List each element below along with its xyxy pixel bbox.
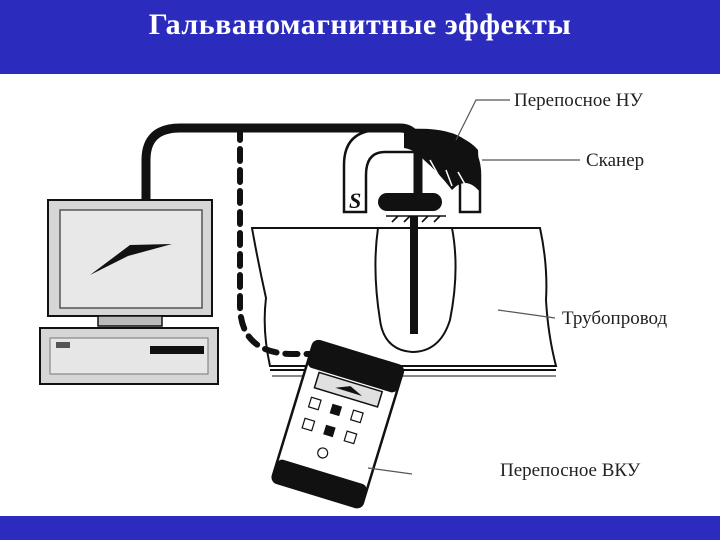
leader-lines — [367, 99, 580, 475]
footer-bar — [0, 516, 720, 540]
title-bar: Гальваномагнитные эффекты — [0, 0, 720, 74]
label-portable-nu: Перепосное НУ — [514, 90, 643, 111]
dashed-cable — [237, 125, 333, 357]
computer-system-unit — [39, 327, 219, 385]
computer-monitor — [47, 199, 213, 327]
label-portable-vku: Перепосное ВКУ — [500, 460, 641, 481]
sensor-probe — [374, 215, 457, 354]
handheld-vku-device — [271, 339, 405, 509]
scanner-cable — [141, 123, 423, 205]
scanner-magnet: S — [342, 128, 482, 214]
magnet-pole-s-label: S — [349, 188, 361, 213]
label-scanner: Сканер — [586, 150, 644, 171]
label-pipeline: Трубопровод — [562, 308, 668, 329]
galvanomagnetic-diagram: S Перепосное НУ — [39, 90, 668, 509]
slide-title: Гальваномагнитные эффекты — [148, 8, 572, 41]
